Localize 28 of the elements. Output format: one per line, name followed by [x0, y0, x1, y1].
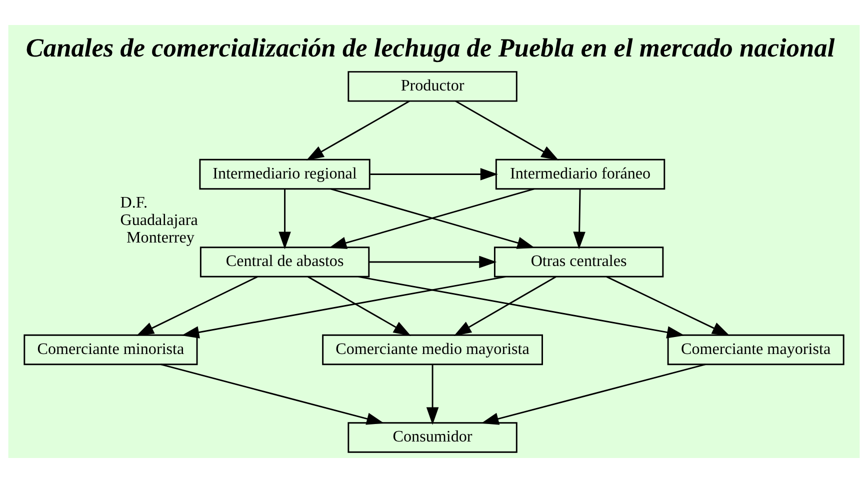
arrow	[426, 364, 439, 424]
node-box: Comerciante mayorista	[667, 334, 844, 365]
diagram-title: Canales de comercialización de lechuga de Puebla en el mercado nacional	[26, 32, 835, 62]
node-box: Consumidor	[348, 422, 518, 452]
node-box: Comerciante minorista	[24, 334, 198, 365]
arrow	[369, 255, 497, 268]
arrow	[136, 276, 258, 336]
node-label: Monterrey	[126, 229, 194, 246]
arrow	[606, 276, 730, 336]
arrow	[358, 275, 685, 338]
node-box: Otras centrales	[494, 246, 664, 277]
arrow	[160, 363, 384, 424]
node-box: Intermediario foráneo	[495, 158, 666, 190]
arrow	[455, 100, 559, 160]
node-box: Intermediario regional	[199, 158, 370, 190]
node-box: Central de abastos	[200, 246, 370, 277]
arrow	[573, 188, 586, 249]
node-box: Comerciante medio mayorista	[322, 334, 543, 365]
arrow	[370, 168, 498, 180]
arrow	[454, 276, 556, 336]
arrow	[481, 363, 706, 424]
arrow	[278, 188, 291, 249]
node-label: Guadalajara	[120, 212, 198, 229]
arrow	[182, 275, 506, 338]
arrow	[308, 276, 412, 336]
node-box: Productor	[348, 70, 518, 102]
arrow	[306, 100, 410, 160]
node-label: D.F.	[120, 194, 148, 212]
